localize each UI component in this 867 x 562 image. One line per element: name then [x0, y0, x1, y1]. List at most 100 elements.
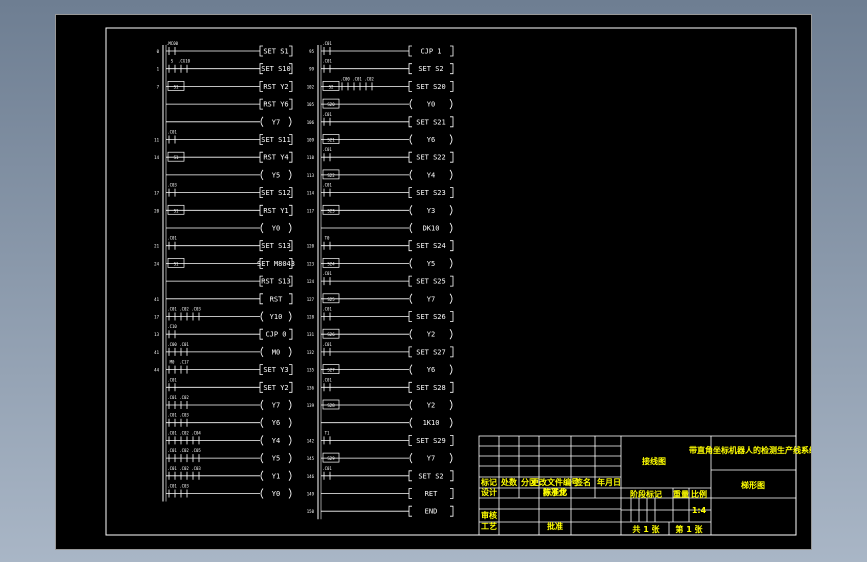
step-number: 150	[307, 509, 315, 514]
stl-box	[322, 258, 340, 268]
coil-right-arc	[288, 417, 292, 428]
coil-left-arc	[409, 328, 413, 340]
stl-label: S29	[327, 456, 335, 461]
coil-left-arc	[409, 98, 413, 110]
instr-left-bracket	[259, 98, 263, 110]
coil-left-arc	[260, 169, 264, 181]
output-label: SET S1	[263, 48, 288, 56]
contact-label: .C01	[179, 342, 189, 347]
design-label: 设计	[481, 487, 497, 497]
instr-right-bracket	[289, 240, 293, 252]
instr-right-bracket	[289, 381, 293, 393]
instr-right-bracket	[289, 151, 293, 163]
step-number: 127	[307, 297, 315, 302]
contact-label: .C01	[322, 342, 332, 347]
sheets-total: 共 1 张	[632, 524, 660, 534]
contact-label: .CG10	[178, 59, 191, 64]
instr-left-bracket	[408, 346, 412, 358]
output-label: Y3	[427, 207, 435, 215]
contact-label: .C03	[191, 307, 201, 312]
output-label: SET Y2	[263, 384, 288, 392]
contact-label: .C01	[167, 413, 177, 418]
contact-label: .C02	[364, 76, 374, 81]
output-label: SET S25	[416, 278, 446, 286]
output-label: Y7	[272, 118, 280, 126]
step-number: 41	[154, 297, 159, 302]
coil-right-arc	[449, 134, 453, 145]
stl-box	[322, 452, 340, 463]
stl-box	[322, 328, 340, 339]
drawing-type: 梯形图	[741, 480, 765, 490]
output-label: SET S13	[261, 242, 291, 250]
coil-left-arc	[260, 417, 264, 428]
instr-left-bracket	[259, 45, 263, 57]
coil-right-arc	[449, 452, 453, 464]
coil-left-arc	[409, 452, 413, 464]
weight-label: 重量	[673, 489, 689, 499]
output-label: RET	[425, 490, 438, 498]
instr-right-bracket	[450, 240, 454, 252]
step-number: 136	[307, 385, 315, 390]
instr-left-bracket	[408, 45, 412, 57]
stl-label: S1	[174, 84, 179, 89]
contact-label: .C01	[322, 307, 332, 312]
stl-box	[322, 81, 340, 91]
contact-label: .C01	[322, 377, 332, 382]
contact-label: .C03	[191, 466, 201, 471]
instr-right-bracket	[289, 258, 293, 269]
coil-left-arc	[409, 169, 413, 181]
instr-right-bracket	[450, 45, 454, 57]
coil-right-arc	[449, 399, 453, 411]
instr-left-bracket	[408, 488, 412, 499]
title-block	[478, 435, 797, 536]
instr-left-bracket	[408, 381, 412, 393]
step-number: 99	[309, 67, 314, 72]
stl-label: S22	[327, 173, 335, 178]
stl-box	[167, 204, 185, 215]
output-label: SET S2	[418, 472, 443, 480]
coil-left-arc	[409, 134, 413, 145]
instr-left-bracket	[259, 293, 263, 305]
step-number: 105	[307, 102, 315, 107]
contact-label: .C01	[167, 484, 177, 489]
coil-right-arc	[288, 311, 292, 322]
step-number: 11	[154, 138, 159, 143]
step-number: 131	[307, 332, 315, 337]
stl-label: S24	[327, 261, 335, 266]
output-label: Y1	[272, 472, 280, 480]
output-label: SET S20	[416, 83, 446, 91]
drawing-title: 接线图	[642, 456, 666, 466]
instr-right-bracket	[450, 81, 454, 92]
output-label: Y0	[272, 225, 280, 233]
instr-left-bracket	[259, 63, 263, 75]
contact-label: .C01	[167, 307, 177, 312]
coil-right-arc	[288, 470, 292, 482]
coil-right-arc	[288, 488, 292, 499]
step-number: 128	[307, 315, 315, 320]
output-label: RST Y2	[263, 83, 288, 91]
ladder-rung: DK10	[321, 222, 453, 234]
approve-label: 批准	[547, 521, 563, 531]
instr-left-bracket	[259, 240, 263, 252]
instr-left-bracket	[408, 151, 412, 163]
instr-right-bracket	[450, 470, 454, 482]
instr-right-bracket	[289, 364, 293, 375]
output-label: SET S21	[416, 118, 446, 126]
process-label: 工艺	[481, 521, 497, 531]
instr-right-bracket	[289, 81, 293, 92]
coil-left-arc	[260, 346, 264, 358]
output-label: RST Y1	[263, 207, 288, 215]
